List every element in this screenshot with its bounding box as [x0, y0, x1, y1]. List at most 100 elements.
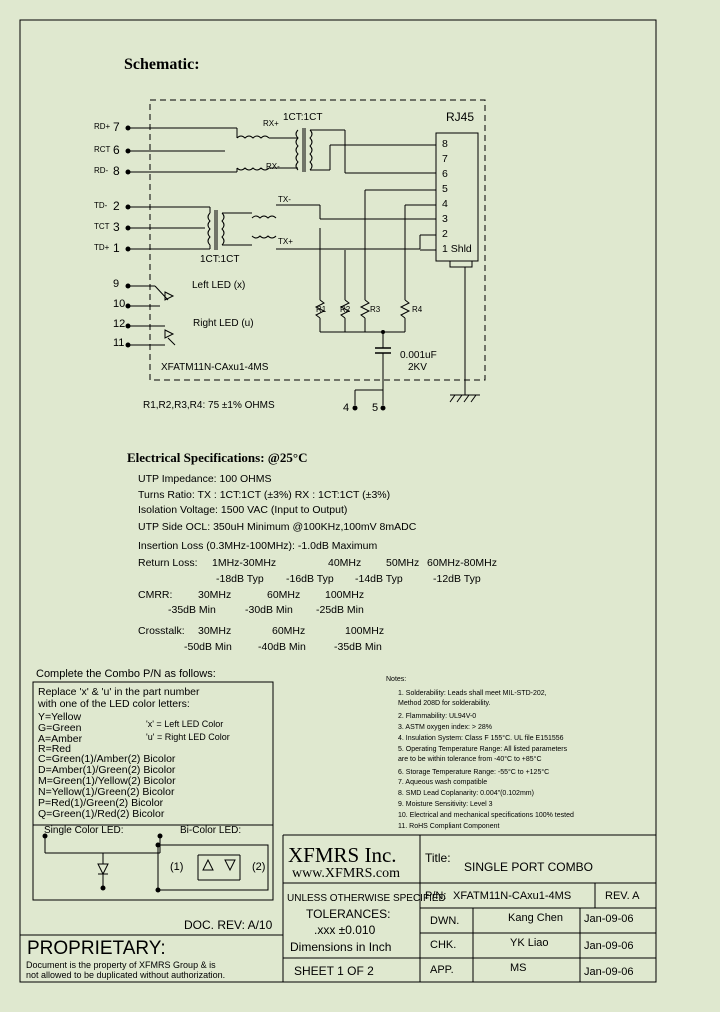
rx-minus-label: RX- — [266, 162, 280, 171]
spec-impedance: UTP Impedance: 100 OHMS — [138, 473, 272, 485]
rx-transformer — [236, 128, 313, 172]
dwn-label: DWN. — [430, 915, 460, 927]
resistor-note: R1,R2,R3,R4: 75 ±1% OHMS — [143, 400, 275, 411]
module-outline — [149, 99, 486, 381]
app-label: APP. — [430, 964, 454, 976]
rj45-pin: 2 — [442, 228, 448, 240]
led-pin: 9 — [113, 278, 120, 290]
tolerance-heading: TOLERANCES: — [306, 907, 391, 921]
notes-heading: Notes: — [386, 676, 407, 683]
note-line: 1. Solderability: Leads shall meet MIL-S… — [398, 690, 547, 697]
crosstalk-value: -40dB Min — [258, 641, 306, 653]
chk-name: YK Liao — [510, 937, 549, 949]
cmrr-freq: 100MHz — [325, 589, 365, 601]
pin-number: 6 — [113, 143, 120, 157]
color-code: D=Amber(1)/Green(2) Bicolor — [38, 764, 176, 776]
note-line: 3. ASTM oxygen index: > 28% — [398, 724, 492, 731]
led-pin: 10 — [113, 298, 126, 310]
doc-rev: DOC. REV: A/10 — [184, 918, 273, 932]
dimensions-unit: Dimensions in Inch — [290, 940, 392, 954]
rj45-tab — [449, 260, 473, 268]
app-name: MS — [510, 962, 527, 974]
color-code: R=Red — [38, 743, 71, 755]
pin-number: 8 — [113, 164, 120, 178]
resistor-label: R2 — [340, 305, 351, 314]
capacitor-value: 0.001uF — [400, 350, 437, 361]
pin-number: 1 — [113, 241, 120, 255]
return-freq: 50MHz — [386, 557, 420, 569]
pin-label: TD+ — [94, 243, 110, 252]
ct-ratio-top: 1CT:1CT — [283, 112, 323, 123]
sheet-border — [19, 19, 657, 983]
color-code: C=Green(1)/Amber(2) Bicolor — [38, 753, 176, 765]
chk-date: Jan-09-06 — [584, 940, 634, 952]
combo-intro: Replace 'x' & 'u' in the part number — [38, 686, 200, 698]
note-line: 11. RoHS Compliant Component — [398, 823, 500, 830]
crosstalk-value: -35dB Min — [334, 641, 382, 653]
bottom-pin: 4 — [343, 402, 350, 414]
note-line: 2. Flammability: UL94V-0 — [398, 713, 477, 720]
spec-isolation: Isolation Voltage: 1500 VAC (Input to Ou… — [138, 504, 348, 516]
tx-transformer — [207, 210, 277, 250]
right-led-label: Right LED (u) — [193, 318, 254, 329]
return-value: -14dB Typ — [355, 573, 403, 585]
tx-minus-label: TX- — [278, 195, 291, 204]
bicolor-led-1-label: (1) — [170, 861, 184, 873]
return-value: -16dB Typ — [286, 573, 334, 585]
rj45-pin: 7 — [442, 153, 448, 165]
combo-intro: with one of the LED color letters: — [38, 698, 190, 710]
u-note: 'u' = Right LED Color — [146, 732, 230, 742]
color-code: M=Green(1)/Yellow(2) Bicolor — [38, 775, 176, 787]
pin-label: RCT — [94, 145, 111, 154]
crosstalk-freq: 60MHz — [272, 625, 306, 637]
pin-label: RD- — [94, 166, 109, 175]
company-name: XFMRS Inc. — [288, 843, 397, 867]
left-led-symbol — [164, 291, 175, 301]
note-line: Method 208D for solderability. — [398, 700, 491, 707]
proprietary-heading: PROPRIETARY: — [27, 938, 166, 959]
single-led-symbol — [97, 863, 109, 876]
proprietary-text: Document is the property of XFMRS Group … — [26, 960, 216, 970]
note-line: 7. Aqueous wash compatible — [398, 779, 488, 786]
note-line: 4. Insulation System: Class F 155°C. UL … — [398, 735, 564, 742]
pin-number: 7 — [113, 120, 120, 134]
pin-label: TD- — [94, 201, 108, 210]
return-freq: 60MHz-80MHz — [427, 557, 498, 569]
combo-heading: Complete the Combo P/N as follows: — [36, 668, 216, 680]
pn-label: P/N: — [425, 890, 447, 902]
resistor-r1 — [314, 299, 326, 319]
tx-plus-label: TX+ — [278, 237, 293, 246]
led-pin: 11 — [113, 337, 125, 349]
crosstalk-freq: 100MHz — [345, 625, 385, 637]
company-website: www.XFMRS.com — [292, 866, 400, 881]
cmrr-freq: 30MHz — [198, 589, 232, 601]
right-led-symbol — [164, 329, 175, 339]
resistor-label: R3 — [370, 305, 381, 314]
note-line: 6. Storage Temperature Range: -55°C to +… — [398, 769, 550, 776]
return-freq: 1MHz-30MHz — [212, 557, 277, 569]
pn-value: XFATM11N-CAxu1-4MS — [453, 890, 572, 902]
note-line: are to be within tolerance from -40°C to… — [398, 756, 542, 763]
rx-plus-label: RX+ — [263, 119, 279, 128]
capacitor-voltage: 2KV — [408, 362, 427, 373]
revision: REV. A — [605, 890, 640, 902]
bicolor-led-1 — [202, 858, 214, 871]
title-value: SINGLE PORT COMBO — [464, 860, 593, 874]
left-led-label: Left LED (x) — [192, 280, 246, 291]
single-led-label: Single Color LED: — [44, 825, 124, 836]
note-line: 5. Operating Temperature Range: All list… — [398, 746, 568, 753]
title-label: Title: — [425, 851, 451, 865]
rj45-label: RJ45 — [446, 110, 475, 124]
color-code: A=Amber — [38, 733, 83, 745]
note-line: 9. Moisture Sensitivity: Level 3 — [398, 801, 493, 808]
color-code: G=Green — [38, 722, 82, 734]
ct-ratio-bottom: 1CT:1CT — [200, 254, 240, 265]
part-number-label: XFATM11N-CAxu1-4MS — [161, 362, 269, 373]
color-code: Y=Yellow — [38, 711, 82, 723]
pin-dot-rd-plus — [125, 125, 131, 131]
resistor-r3 — [359, 299, 371, 319]
cmrr-value: -25dB Min — [316, 604, 364, 616]
led-pin: 12 — [113, 318, 126, 330]
